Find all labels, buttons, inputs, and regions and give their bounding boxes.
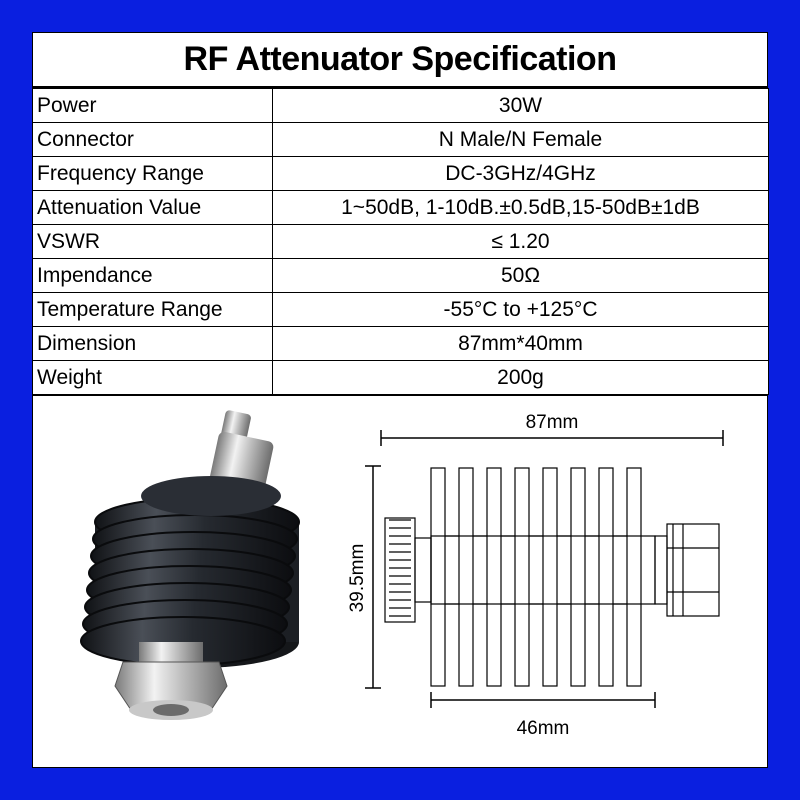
- page-title: RF Attenuator Specification: [32, 32, 768, 88]
- spec-label-frequency: Frequency Range: [32, 156, 273, 191]
- spec-label-weight: Weight: [32, 360, 273, 395]
- female-connector-drawing: [384, 517, 432, 623]
- spec-value-impedance: 50Ω: [272, 258, 769, 293]
- spec-label-impedance: Impendance: [32, 258, 273, 293]
- heatsink-body: [80, 476, 300, 668]
- spec-value-attenuation: 1~50dB, 1-10dB.±0.5dB,15-50dB±1dB: [272, 190, 769, 225]
- attenuator-photo: [80, 410, 300, 720]
- fin-outline: [598, 467, 614, 687]
- spec-value-temperature: -55°C to +125°C: [272, 292, 769, 327]
- table-row: Attenuation Value 1~50dB, 1-10dB.±0.5dB,…: [32, 190, 769, 225]
- dimension-drawing: 87mm 39.5mm: [347, 412, 724, 739]
- male-connector-drawing: [654, 523, 720, 617]
- spec-card: RF Attenuator Specification Power 30W Co…: [32, 32, 769, 768]
- spec-label-power: Power: [32, 88, 273, 123]
- fin-outline: [458, 467, 474, 687]
- table-row: Frequency Range DC-3GHz/4GHz: [32, 156, 769, 191]
- spec-value-frequency: DC-3GHz/4GHz: [272, 156, 769, 191]
- product-illustration-area: 87mm 39.5mm: [32, 394, 768, 768]
- spec-value-connector: N Male/N Female: [272, 122, 769, 157]
- table-row: Weight 200g: [32, 360, 769, 395]
- fin-outline: [486, 467, 502, 687]
- table-row: Impendance 50Ω: [32, 258, 769, 293]
- fin-outline: [626, 467, 642, 687]
- fin-outline: [570, 467, 586, 687]
- spec-label-vswr: VSWR: [32, 224, 273, 259]
- spec-value-weight: 200g: [272, 360, 769, 395]
- table-row: Temperature Range -55°C to +125°C: [32, 292, 769, 327]
- table-row: Connector N Male/N Female: [32, 122, 769, 157]
- table-row: VSWR ≤ 1.20: [32, 224, 769, 259]
- spec-label-temperature: Temperature Range: [32, 292, 273, 327]
- fin-outline: [514, 467, 530, 687]
- length-label: 87mm: [526, 412, 579, 433]
- body-length-label: 46mm: [517, 718, 570, 739]
- heatsink-fins-drawing: [430, 467, 656, 687]
- fin-outline: [542, 467, 558, 687]
- spec-label-attenuation: Attenuation Value: [32, 190, 273, 225]
- spec-value-power: 30W: [272, 88, 769, 123]
- table-row: Power 30W: [32, 88, 769, 123]
- bottom-connector: [114, 642, 228, 720]
- spec-value-dimension: 87mm*40mm: [272, 326, 769, 361]
- spec-label-dimension: Dimension: [32, 326, 273, 361]
- spec-label-connector: Connector: [32, 122, 273, 157]
- table-row: Dimension 87mm*40mm: [32, 326, 769, 361]
- fin-outline: [430, 467, 446, 687]
- spec-value-vswr: ≤ 1.20: [272, 224, 769, 259]
- spec-table: Power 30W Connector N Male/N Female Freq…: [32, 88, 769, 395]
- height-label: 39.5mm: [347, 544, 368, 613]
